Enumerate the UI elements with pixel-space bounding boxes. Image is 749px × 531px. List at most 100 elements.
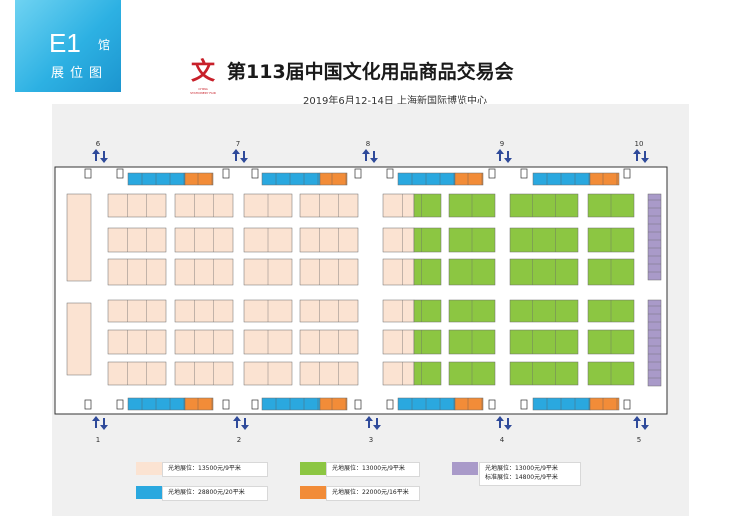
- hall-badge: E1 馆 展位图: [15, 0, 121, 92]
- entrance-label: 3: [369, 436, 373, 444]
- pillar: [84, 168, 92, 179]
- booth-block: [509, 361, 579, 386]
- entrance-arrow-head: [504, 425, 512, 430]
- entrance-arrow-head: [233, 416, 241, 421]
- entrance-arrow-head: [504, 158, 512, 163]
- event-date-venue: 2019年6月12-14日 上海新国际博览中心: [302, 96, 488, 107]
- legend-swatch: [300, 486, 326, 499]
- booth-strip-orange: [319, 397, 348, 411]
- pillar: [354, 399, 362, 410]
- booth-block: [413, 193, 442, 218]
- legend-label-box: [326, 462, 420, 477]
- booth-block: [107, 258, 167, 286]
- booth-block: [299, 329, 359, 355]
- booth-block: [413, 329, 442, 355]
- legend-label-box: [162, 462, 268, 477]
- fair-logo: 文 CHINA STATIONERY FAIR: [190, 55, 216, 97]
- booth-block: [413, 299, 442, 323]
- booth-block: [107, 193, 167, 218]
- entrance-label: 8: [366, 140, 370, 148]
- entrance-arrow-head: [633, 416, 641, 421]
- booth-block: [174, 361, 234, 386]
- pillar: [520, 168, 528, 179]
- booth-block: [509, 258, 579, 286]
- booth-strip-blue: [127, 397, 186, 411]
- legend-label: 光地展位：13000元/9平米: [485, 465, 558, 472]
- entrance-arrow-head: [240, 158, 248, 163]
- booth-block: [174, 299, 234, 323]
- pillar: [386, 399, 394, 410]
- legend-swatch: [452, 462, 478, 475]
- entrance-arrow-head: [100, 425, 108, 430]
- legend-label: 光地展位：22000元/16平米: [332, 489, 409, 496]
- pillar: [251, 168, 259, 179]
- booth-block: [299, 299, 359, 323]
- booth-tall-left: [66, 302, 92, 376]
- entrance-label: 9: [500, 140, 504, 148]
- booth-block: [382, 361, 415, 386]
- pillar: [520, 399, 528, 410]
- booth-block: [509, 227, 579, 253]
- booth-block: [382, 299, 415, 323]
- entrance-label: 7: [236, 140, 240, 148]
- booth-block: [299, 361, 359, 386]
- entrance-arrow-head: [641, 425, 649, 430]
- pillar: [116, 399, 124, 410]
- legend-swatch: [136, 486, 162, 499]
- page-title: 第113届中国文化用品商品交易会: [227, 61, 514, 83]
- legend-label-box: [326, 486, 420, 501]
- pillar: [488, 399, 496, 410]
- pillar: [222, 168, 230, 179]
- pillar: [354, 168, 362, 179]
- booth-strip-orange: [319, 172, 348, 186]
- pillar: [623, 399, 631, 410]
- booth-tall-left: [66, 193, 92, 282]
- legend-swatch: [300, 462, 326, 475]
- booth-strip-blue: [397, 397, 456, 411]
- entrance-arrow-head: [92, 149, 100, 154]
- entrance-arrow-head: [232, 149, 240, 154]
- booth-strip-blue: [261, 397, 321, 411]
- booth-strip-orange: [184, 172, 214, 186]
- booth-strip-orange: [184, 397, 214, 411]
- booth-block: [174, 258, 234, 286]
- legend-label: 光地展位：13500元/9平米: [168, 465, 241, 472]
- entrance-arrow-head: [370, 158, 378, 163]
- entrance-arrow-head: [100, 158, 108, 163]
- booth-strip-blue: [532, 397, 591, 411]
- booth-block: [382, 227, 415, 253]
- booth-block: [107, 227, 167, 253]
- entrance-label: 10: [635, 140, 644, 148]
- pillar: [386, 168, 394, 179]
- booth-block: [174, 329, 234, 355]
- booth-strip-orange: [454, 397, 484, 411]
- booth-block: [509, 329, 579, 355]
- hall-suffix: 馆: [98, 38, 111, 52]
- pillar: [84, 399, 92, 410]
- booth-block: [413, 227, 442, 253]
- booth-strip-orange: [589, 397, 620, 411]
- pillar: [488, 168, 496, 179]
- logo-caption: CHINA STATIONERY FAIR: [190, 87, 216, 95]
- pillar: [251, 399, 259, 410]
- legend-label: 光地展位：13000元/9平米: [332, 465, 405, 472]
- legend-label-box: [479, 462, 581, 486]
- entrance-arrow-head: [496, 416, 504, 421]
- booth-block: [413, 258, 442, 286]
- booth-block: [413, 361, 442, 386]
- booth-block: [174, 227, 234, 253]
- entrance-arrow-head: [633, 149, 641, 154]
- entrance-arrow-head: [365, 416, 373, 421]
- entrance-label: 6: [96, 140, 101, 148]
- hall-number: E1: [49, 28, 81, 58]
- entrance-arrow-head: [362, 149, 370, 154]
- entrance-label: 5: [637, 436, 641, 444]
- booth-strip-blue: [397, 172, 456, 186]
- entrance-arrow-head: [641, 158, 649, 163]
- booth-block: [299, 227, 359, 253]
- pillar: [623, 168, 631, 179]
- booth-strip-orange: [589, 172, 620, 186]
- booth-block: [107, 299, 167, 323]
- hall-subtitle: 展位图: [51, 66, 109, 81]
